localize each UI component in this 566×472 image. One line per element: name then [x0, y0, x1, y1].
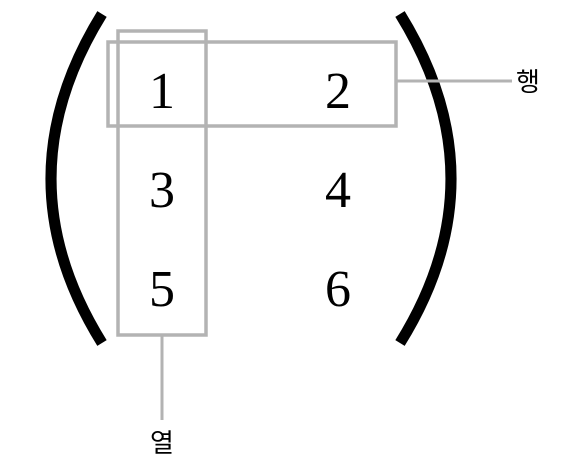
matrix-cell-r2-c2: 4 [325, 162, 351, 219]
column-label: 열 [150, 429, 174, 459]
column-highlight-box [116, 29, 208, 337]
right-parenthesis [395, 11, 457, 346]
matrix-cell-r3-c2: 6 [325, 261, 351, 318]
matrix-cell-r1-c2: 2 [325, 63, 351, 120]
row-label: 행 [516, 68, 540, 98]
left-parenthesis [45, 11, 107, 346]
row-highlight-box [106, 40, 398, 128]
matrix-cell-r2-c1: 3 [149, 162, 175, 219]
matrix-cell-r3-c1: 5 [149, 261, 175, 318]
matrix-cell-r1-c1: 1 [149, 63, 175, 120]
